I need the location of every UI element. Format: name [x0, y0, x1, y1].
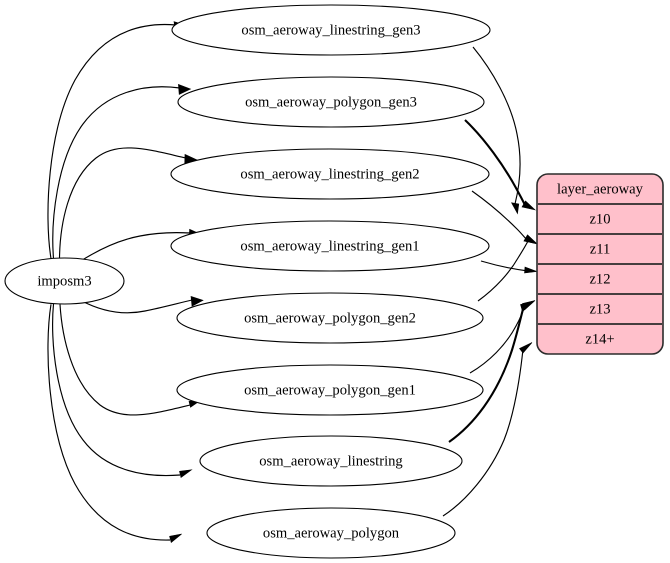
layer-aeroway-table[interactable]: layer_aeroway z10 z11 z12 z13 z14+: [536, 173, 664, 355]
edge-imposm3-to-linestring-gen2: [58, 147, 187, 259]
edge-imposm3-to-polygon-gen1: [59, 304, 191, 416]
node-osm-aeroway-linestring-gen1[interactable]: osm_aeroway_linestring_gen1: [170, 220, 490, 272]
edge-imposm3-to-linestring-gen3: [47, 23, 177, 259]
arrowhead-z14: [519, 342, 533, 354]
layer-table-row-z14[interactable]: z14+: [585, 331, 614, 347]
node-osm-aeroway-linestring[interactable]: osm_aeroway_linestring: [199, 435, 463, 487]
node-label-linestring: osm_aeroway_linestring: [259, 453, 403, 469]
node-label-polygon-gen2: osm_aeroway_polygon_gen2: [244, 310, 416, 326]
node-osm-aeroway-polygon[interactable]: osm_aeroway_polygon: [206, 507, 456, 559]
edge-imposm3-to-linestring-gen1: [79, 232, 191, 262]
node-imposm3-shape[interactable]: [4, 257, 125, 305]
node-shape-linestring-gen2[interactable]: [170, 148, 490, 200]
edge-linestring-gen1-to-z12: [480, 260, 529, 272]
layer-table-row-z10[interactable]: z10: [589, 211, 610, 227]
node-imposm3[interactable]: imposm3: [4, 257, 125, 305]
node-shape-polygon-gen1[interactable]: [176, 364, 484, 416]
node-label-polygon-gen1: osm_aeroway_polygon_gen1: [244, 382, 416, 398]
arrowhead-z11-b: [523, 234, 539, 245]
arrowhead-z10-a: [511, 202, 520, 215]
node-osm-aeroway-polygon-gen2[interactable]: osm_aeroway_polygon_gen2: [176, 292, 484, 344]
node-shape-polygon-gen3[interactable]: [177, 76, 485, 128]
node-label-linestring-gen1: osm_aeroway_linestring_gen1: [240, 238, 419, 254]
arrowhead-polygon-gen3: [178, 83, 192, 95]
edge-imposm3-to-polygon: [47, 304, 171, 541]
layer-table-outline: [536, 173, 664, 355]
node-osm-aeroway-linestring-gen3[interactable]: osm_aeroway_linestring_gen3: [171, 4, 491, 56]
edge-polygon-gen3-to-z10: [464, 119, 527, 208]
edge-linestring-to-z13: [448, 304, 526, 443]
arrowhead-linestring: [179, 469, 193, 479]
node-label-linestring-gen3: osm_aeroway_linestring_gen3: [241, 22, 420, 38]
arrowhead-polygon: [169, 533, 182, 544]
arrowhead-z13-b: [520, 300, 535, 313]
node-osm-aeroway-polygon-gen1[interactable]: osm_aeroway_polygon_gen1: [176, 364, 484, 416]
node-osm-aeroway-linestring-gen2[interactable]: osm_aeroway_linestring_gen2: [170, 148, 490, 200]
layer-table-row-z11[interactable]: z11: [590, 241, 611, 257]
layer-table-header-label: layer_aeroway: [557, 181, 644, 197]
edge-imposm3-to-polygon-gen3: [52, 86, 181, 259]
edge-polygon-gen2-to-z11: [477, 240, 529, 302]
node-group-source-tables: osm_aeroway_linestring_gen3 osm_aeroway_…: [170, 4, 491, 559]
arrowhead-z10-b: [521, 200, 537, 211]
edge-imposm3-to-polygon-gen2: [80, 299, 193, 314]
node-label-polygon: osm_aeroway_polygon: [263, 525, 400, 541]
arrowhead-polygon-gen2: [190, 295, 204, 307]
edge-group-tables-to-layer: [442, 46, 539, 517]
layer-table-row-z12[interactable]: z12: [589, 271, 610, 287]
node-shape-linestring-gen3[interactable]: [171, 4, 491, 56]
layer-table-row-z13[interactable]: z13: [589, 301, 610, 317]
arrowhead-z12: [524, 266, 538, 274]
node-label-linestring-gen2: osm_aeroway_linestring_gen2: [240, 166, 419, 182]
node-shape-linestring[interactable]: [199, 435, 463, 487]
node-shape-linestring-gen1[interactable]: [170, 220, 490, 272]
edge-linestring-gen3-to-z10: [472, 46, 521, 205]
node-imposm3-label: imposm3: [37, 273, 91, 289]
node-shape-polygon-gen2[interactable]: [176, 292, 484, 344]
edge-imposm3-to-linestring: [52, 303, 181, 477]
edge-polygon-to-z14: [442, 348, 524, 517]
node-label-polygon-gen3: osm_aeroway_polygon_gen3: [245, 94, 417, 110]
node-shape-polygon[interactable]: [206, 507, 456, 559]
node-osm-aeroway-polygon-gen3[interactable]: osm_aeroway_polygon_gen3: [177, 76, 485, 128]
edge-linestring-gen2-to-z11: [471, 190, 529, 242]
